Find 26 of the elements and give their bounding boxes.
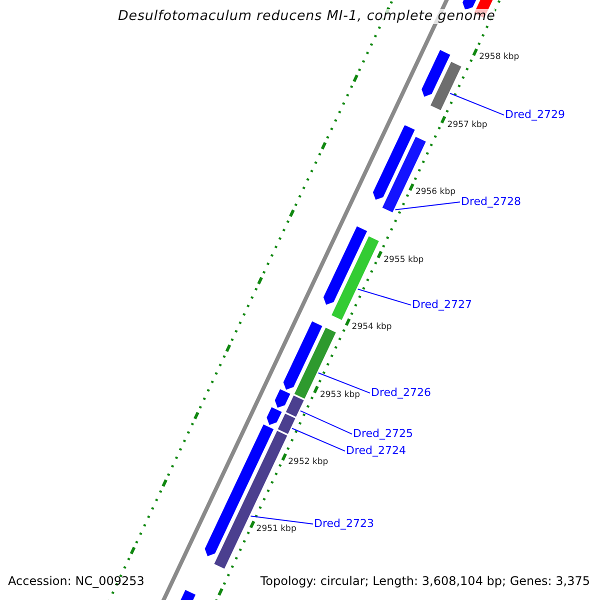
scale-label: 2951 kbp (256, 525, 296, 535)
gene-label: Dred_2725 (353, 428, 413, 440)
title: Desulfotomaculum reducens MI-1, complete genome (118, 9, 496, 24)
scale-label: 2952 kbp (288, 458, 328, 468)
scale-label: 2958 kbp (479, 53, 520, 63)
gene-feature (429, 60, 462, 112)
scale-label: 2957 kbp (447, 120, 488, 130)
scale-label: 2954 kbp (352, 323, 392, 332)
leader-line (318, 372, 370, 394)
gene-label: Dred_2723 (314, 518, 374, 530)
info-text: Accession: NC_009253 (8, 575, 144, 588)
gene-label: Dred_2724 (346, 445, 406, 458)
leader-line (292, 428, 346, 452)
scale-label: 2953 kbp (320, 390, 360, 400)
leader-line (450, 92, 504, 116)
gene-feature (330, 235, 380, 322)
leader-line (300, 410, 352, 435)
gene-feature (276, 412, 296, 436)
gene-label: Dred_2727 (412, 299, 472, 312)
gene-feature (284, 394, 305, 418)
info-text: Topology: circular; Length: 3,608,104 bp; Genes: 3,375 (260, 575, 590, 588)
leader-line (250, 516, 314, 525)
gene-label: Dred_2729 (505, 109, 565, 122)
gene-label: Dred_2728 (461, 196, 521, 208)
gene-label: Dred_2726 (371, 387, 431, 400)
scale-label: 2956 kbp (415, 188, 456, 198)
